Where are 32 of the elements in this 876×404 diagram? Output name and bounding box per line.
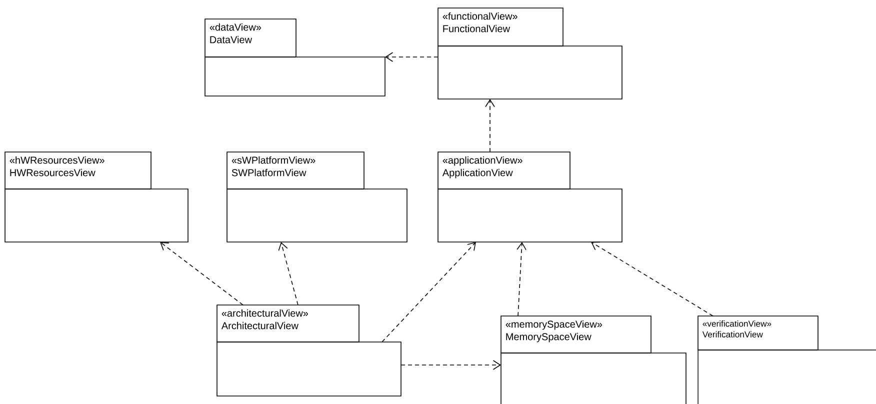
dependency-arrow: [591, 242, 714, 316]
node-label: VerificationView: [702, 331, 763, 338]
node-label: «memorySpaceView»: [506, 320, 602, 330]
package-box: «applicationView» ApplicationView: [438, 152, 622, 242]
package-box: «dataView» DataView: [204, 18, 386, 96]
package-box: «hWResourcesView» HWResourcesView: [4, 152, 188, 242]
package-box: «functionalView» FunctionalView: [438, 8, 622, 100]
package-box: «sWPlatformView» SWPlatformView: [226, 152, 408, 242]
node-label: ArchitecturalView: [221, 322, 298, 330]
package-box: «verificationView» VerificationView: [698, 316, 876, 404]
dependency-arrow: [160, 242, 244, 306]
node-label: «architecturalView»: [222, 309, 308, 317]
node-label: «dataView»: [210, 23, 262, 31]
node-label: HWResourcesView: [10, 168, 96, 176]
dependency-arrow: [516, 242, 526, 316]
package-box: «architecturalView» ArchitecturalView: [216, 304, 402, 396]
node-label: SWPlatformView: [232, 168, 306, 176]
dependency-arrow: [385, 52, 438, 62]
node-label: «sWPlatformView»: [232, 156, 316, 164]
dependency-arrow: [278, 242, 298, 306]
node-label: «applicationView»: [442, 156, 522, 166]
node-label: «functionalView»: [442, 12, 518, 20]
dependency-arrow: [400, 360, 501, 370]
node-label: FunctionalView: [443, 24, 510, 32]
node-label: «verificationView»: [702, 320, 772, 327]
package-box: «memorySpaceView» MemorySpaceView: [500, 316, 686, 404]
node-label: DataView: [210, 36, 252, 44]
dependency-arrow: [382, 242, 476, 342]
dependency-arrow: [485, 99, 495, 152]
node-label: «hWResourcesView»: [10, 156, 104, 164]
node-label: ApplicationView: [442, 168, 513, 178]
node-label: MemorySpaceView: [506, 332, 592, 342]
